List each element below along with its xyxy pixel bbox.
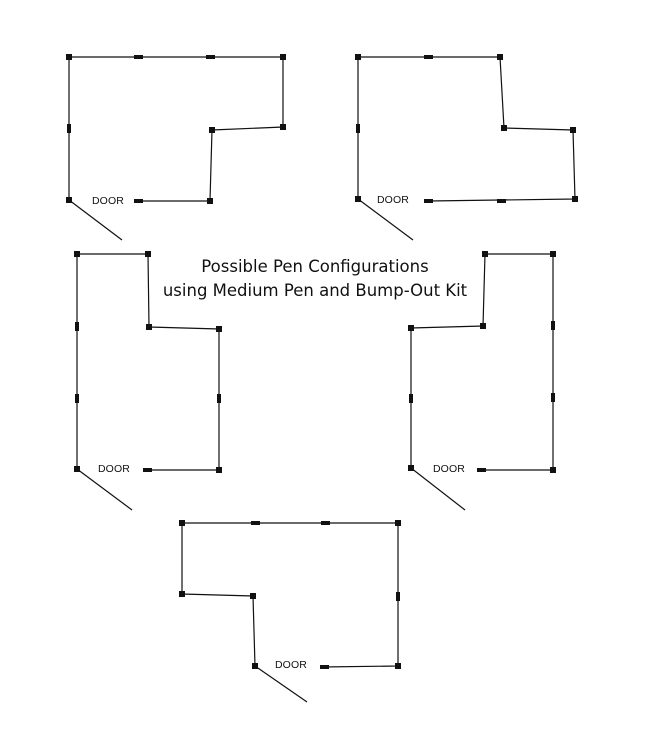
pen-5-post xyxy=(395,663,401,669)
pen-5-connector xyxy=(321,521,330,525)
pen-1-connector xyxy=(134,55,143,59)
pen-3-door xyxy=(76,468,133,511)
pen-1-post xyxy=(280,124,286,130)
pen-5-post xyxy=(395,520,401,526)
pen-2-connector xyxy=(356,124,360,133)
pen-2-post xyxy=(497,54,503,60)
pen-4-connector xyxy=(551,321,555,330)
pen-5-post xyxy=(252,663,258,669)
pen-3-post xyxy=(216,326,222,332)
pen-4-door-label: DOOR xyxy=(433,463,465,475)
pen-4-post xyxy=(550,251,556,257)
pen-4 xyxy=(408,251,556,511)
pen-4-post xyxy=(550,467,556,473)
pen-3 xyxy=(74,251,222,511)
pen-2-post xyxy=(570,127,576,133)
pen-3-door-label: DOOR xyxy=(98,463,130,475)
pen-4-connector xyxy=(477,468,486,472)
pen-1 xyxy=(66,54,286,241)
pen-1-outline xyxy=(68,56,284,202)
pen-5-post xyxy=(179,520,185,526)
pen-1-post xyxy=(209,127,215,133)
pen-1-door-label: DOOR xyxy=(92,195,124,207)
pen-1-connector xyxy=(206,55,215,59)
pen-5-door-label: DOOR xyxy=(275,659,307,671)
pen-5 xyxy=(179,520,401,703)
pen-2-post xyxy=(355,196,361,202)
pen-1-connector xyxy=(67,124,71,133)
pen-2-connector xyxy=(424,199,433,203)
pen-4-post xyxy=(480,323,486,329)
pen-3-post xyxy=(74,466,80,472)
pen-1-post xyxy=(207,198,213,204)
diagram-title-line-1: Possible Pen Configurations xyxy=(201,257,429,276)
pen-3-connector xyxy=(217,394,221,403)
pen-5-connector xyxy=(320,665,329,669)
pen-1-door xyxy=(68,199,123,241)
pen-4-post xyxy=(408,465,414,471)
pen-2 xyxy=(355,54,578,241)
pen-2-door xyxy=(357,198,414,241)
pen-3-connector xyxy=(143,468,152,472)
pen-3-connector xyxy=(75,394,79,403)
diagram-title-line-2: using Medium Pen and Bump-Out Kit xyxy=(162,281,468,300)
pen-3-connector xyxy=(75,322,79,331)
pen-2-post xyxy=(572,196,578,202)
pen-2-connector xyxy=(497,199,506,203)
pen-5-post xyxy=(250,593,256,599)
pen-5-connector xyxy=(396,592,400,601)
pen-5-connector xyxy=(251,521,260,525)
pen-3-post xyxy=(145,251,151,257)
pen-3-post xyxy=(74,251,80,257)
pen-5-post xyxy=(179,591,185,597)
pen-3-post xyxy=(146,324,152,330)
pen-2-post xyxy=(355,54,361,60)
pen-1-connector xyxy=(134,199,143,203)
pen-2-door-label: DOOR xyxy=(377,194,409,206)
pen-1-post xyxy=(66,197,72,203)
pen-4-post xyxy=(482,251,488,257)
pen-1-post xyxy=(280,54,286,60)
pen-1-post xyxy=(66,54,72,60)
pen-4-connector xyxy=(551,393,555,402)
pen-2-outline xyxy=(357,56,576,202)
pen-5-outline xyxy=(181,522,399,668)
pen-4-post xyxy=(408,325,414,331)
pen-3-post xyxy=(216,467,222,473)
pen-2-post xyxy=(501,125,507,131)
pen-2-connector xyxy=(424,55,433,59)
pen-5-door xyxy=(254,665,308,703)
pen-4-door xyxy=(410,467,466,511)
pen-4-connector xyxy=(409,394,413,403)
